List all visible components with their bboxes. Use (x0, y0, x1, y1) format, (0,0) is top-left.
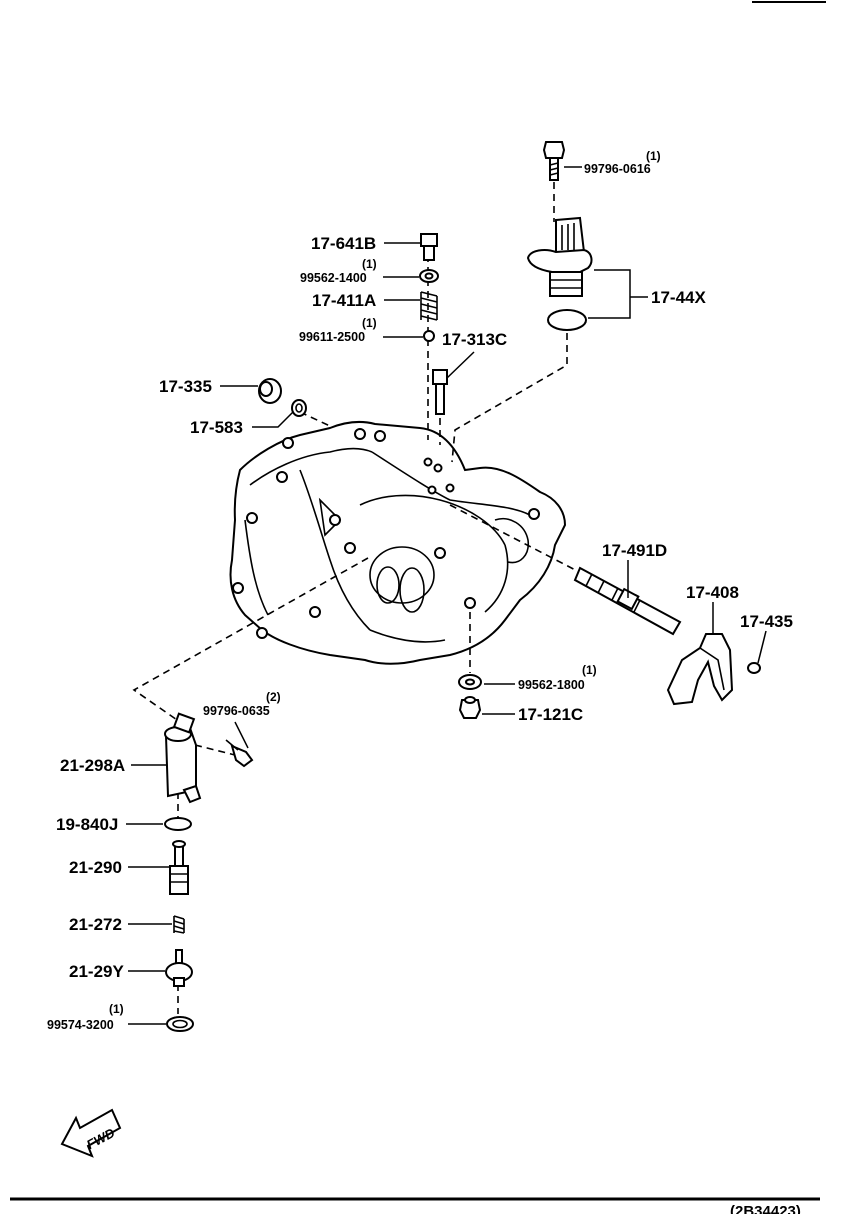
label-17-583: 17-583 (190, 418, 243, 437)
label-17-641b: 17-641B (311, 234, 376, 253)
label-17-411a: 17-411A (312, 291, 376, 310)
qty-99796-0635: (2) (266, 690, 281, 704)
label-21-290: 21-290 (69, 858, 122, 877)
seal-17-583 (291, 399, 307, 417)
label-17-121c: 17-121C (518, 705, 583, 724)
washer-99562-1800 (458, 674, 482, 690)
bolt-17-313c (432, 369, 448, 415)
housing-21-298a (164, 712, 202, 804)
label-17-491d: 17-491D (602, 541, 667, 560)
o-ring-19-840j (164, 817, 192, 831)
label-99796-0616: 99796-0616 (584, 162, 651, 176)
bushing-17-335 (258, 378, 282, 404)
label-17-408: 17-408 (686, 583, 739, 602)
bolt-99796-0616 (542, 141, 566, 181)
footer-code: (2B34423) (730, 1203, 801, 1214)
sensor-17-44x (526, 216, 593, 297)
bolt-17-641b (420, 233, 438, 261)
qty-99562-1400: (1) (362, 257, 377, 271)
qty-99611-2500: (1) (362, 316, 377, 330)
bolt-99796-0635 (225, 739, 254, 768)
assembly-lines (132, 158, 586, 1014)
label-99796-0635: 99796-0635 (203, 704, 270, 718)
pin-17-435 (747, 662, 761, 674)
valve-21-29y (165, 949, 193, 987)
label-99574-3200: 99574-3200 (47, 1018, 114, 1032)
fwd-arrow-icon: FWD (60, 1108, 122, 1158)
label-17-313c: 17-313C (442, 330, 507, 349)
shift-fork-17-408 (666, 633, 734, 706)
transmission-case (229, 420, 567, 665)
piston-21-290 (169, 840, 189, 895)
qty-99574-3200: (1) (109, 1002, 124, 1016)
label-99562-1800: 99562-1800 (518, 678, 585, 692)
spring-17-411a (420, 291, 438, 321)
plug-17-121c (458, 696, 482, 719)
label-99611-2500: 99611-2500 (299, 330, 365, 344)
label-99562-1400: 99562-1400 (300, 271, 367, 285)
shift-rod-17-491d (573, 566, 682, 636)
leader-lines (126, 166, 767, 1025)
o-ring-sensor (547, 309, 587, 331)
label-17-435: 17-435 (740, 612, 793, 631)
qty-99562-1800: (1) (582, 663, 597, 677)
ball-99611-2500 (423, 330, 435, 342)
spring-21-272 (173, 915, 185, 934)
label-21-298a: 21-298A (60, 756, 125, 775)
washer-99574-3200 (166, 1016, 194, 1032)
label-17-44x: 17-44X (651, 288, 706, 307)
label-17-335: 17-335 (159, 377, 212, 396)
label-21-272: 21-272 (69, 915, 122, 934)
washer-99562-1400 (419, 269, 439, 283)
label-19-840j: 19-840J (56, 815, 118, 834)
qty-99796-0616: (1) (646, 149, 661, 163)
label-21-29y: 21-29Y (69, 962, 124, 981)
